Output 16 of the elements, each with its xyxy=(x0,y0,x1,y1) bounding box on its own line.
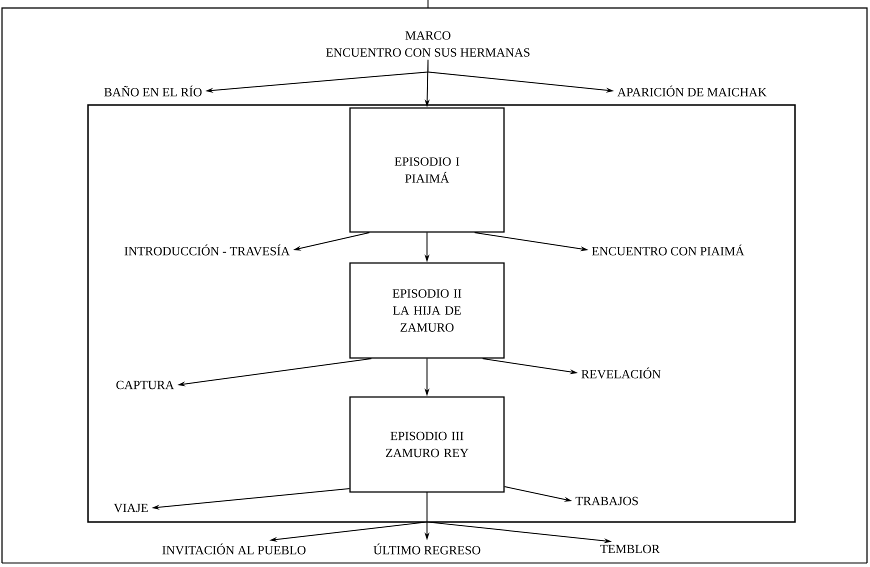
label: MARCO ENCUENTRO CON SUS HERMANAS xyxy=(326,31,530,57)
label: INVITACIÓN AL PUEBLO xyxy=(162,544,306,554)
episode-box: EPISODIO II LA HIJA DE ZAMURO xyxy=(349,262,505,359)
episode-box: EPISODIO III ZAMURO REY xyxy=(349,396,505,493)
label: REVELACIÓN xyxy=(581,368,661,378)
frame-box xyxy=(87,104,796,523)
label: BAÑO EN EL RÍO xyxy=(104,86,202,96)
episode-box: EPISODIO I PIAIMÁ xyxy=(349,107,505,233)
label: ÚLTIMO REGRESO xyxy=(374,544,480,554)
label: VIAJE xyxy=(114,504,148,512)
label: CAPTURA xyxy=(116,380,174,390)
label: INTRODUCCIÓN - TRAVESÍA xyxy=(124,244,290,256)
label: APARICIÓN DE MAICHAK xyxy=(617,86,767,96)
label: TEMBLOR xyxy=(600,544,660,554)
label: TRABAJOS xyxy=(576,496,638,506)
label: ENCUENTRO CON PIAIMÁ xyxy=(592,244,744,256)
